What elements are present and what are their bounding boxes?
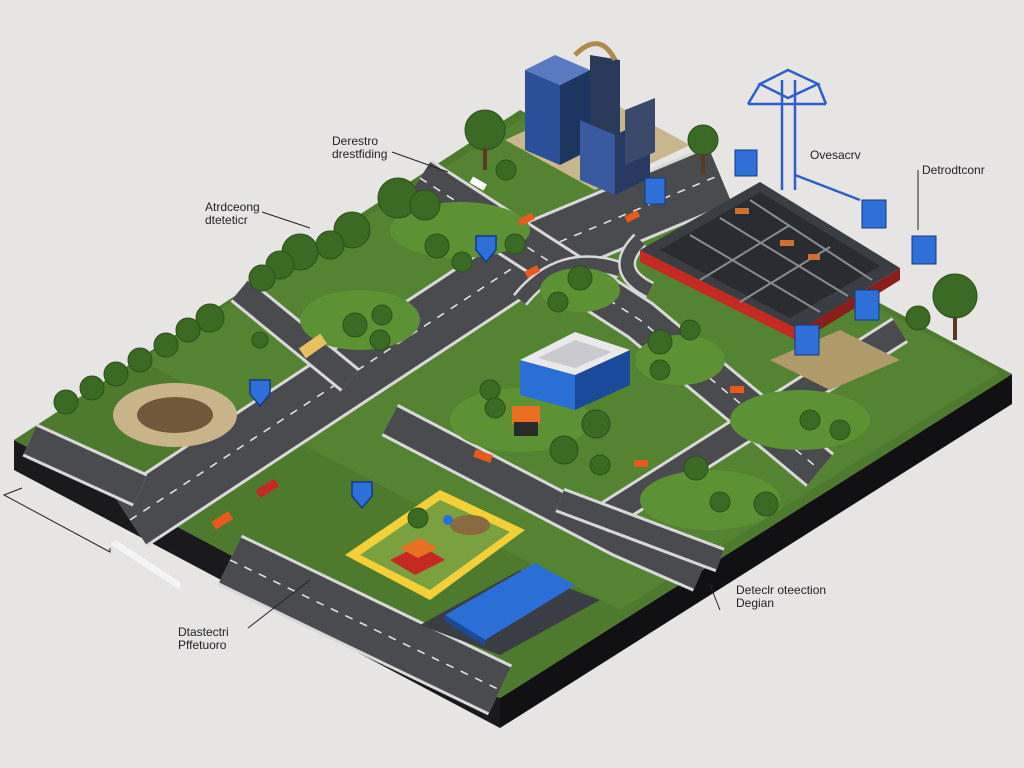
- callout-top-right-line1: Detrodtconr: [922, 163, 985, 177]
- callout-bottom-left: Dtastectri Pffetuoro: [178, 626, 229, 652]
- office-tower-complex: [505, 41, 690, 195]
- playground: [345, 490, 525, 600]
- callout-bottom-right-line2: Degian: [736, 596, 775, 610]
- callout-mid-left-line1: Atrdceong: [205, 200, 260, 214]
- callout-mid-left: Atrdceong dteteticr: [205, 201, 260, 227]
- callout-top-center-line1: Ovesacrv: [810, 148, 861, 162]
- train-station: [640, 182, 900, 390]
- map-pin-icon: [249, 235, 497, 510]
- road-network: [22, 145, 909, 716]
- callout-top-left-line1: Derestro: [332, 134, 379, 148]
- vehicle-icon: [211, 176, 744, 530]
- callout-top-left-line2: drestfiding: [332, 147, 388, 161]
- tree-icon: [53, 109, 978, 529]
- callout-mid-left-line2: dteteticr: [205, 213, 248, 227]
- sensor-box-icon: [644, 149, 937, 356]
- construction-pit: [113, 383, 237, 447]
- central-building: [520, 332, 630, 410]
- callout-bottom-right-line1: Deteclr oteection: [736, 583, 827, 597]
- callout-leaders: [2, 151, 919, 629]
- transmission-tower-icon: [746, 68, 861, 202]
- parking-canopy: [420, 563, 600, 655]
- callout-bottom-right: Deteclr oteection Degian: [736, 584, 826, 610]
- callout-top-left: Derestro drestfiding: [332, 135, 387, 161]
- callout-bottom-left-line2: Pffetuoro: [178, 638, 227, 652]
- callout-top-center: Ovesacrv: [810, 149, 861, 162]
- callout-bottom-left-line1: Dtastectri: [178, 625, 229, 639]
- callout-top-right: Detrodtconr: [922, 164, 985, 177]
